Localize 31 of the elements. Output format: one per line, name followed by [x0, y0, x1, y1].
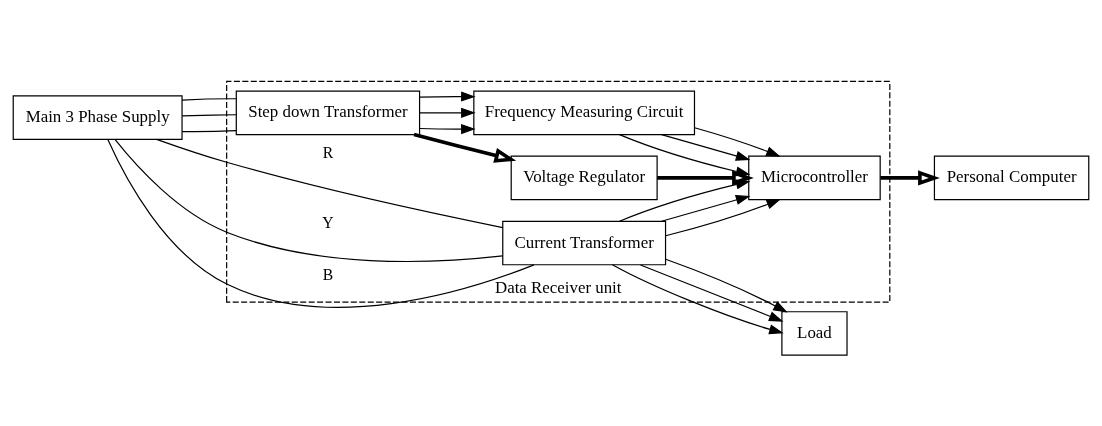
arrow — [639, 263, 784, 322]
connector — [114, 138, 504, 262]
connector — [107, 138, 535, 308]
node-box: Load — [781, 310, 848, 356]
arrow — [880, 169, 940, 186]
node-box: Microcontroller — [748, 155, 881, 200]
edge-label: Y — [322, 213, 334, 231]
node-box: Personal Computer — [933, 155, 1090, 200]
arrow — [611, 263, 784, 334]
edge-label: R — [322, 143, 334, 161]
arrow — [660, 133, 751, 161]
node-box: Step down Transformer — [235, 90, 421, 135]
node-box: Voltage Regulator — [510, 155, 658, 200]
node-box: Main 3 Phase Supply — [12, 94, 183, 140]
arrow — [419, 123, 476, 134]
arrow — [419, 90, 476, 102]
node-box: Current Transformer — [502, 220, 667, 265]
arrow — [419, 107, 476, 118]
arrow — [694, 126, 781, 157]
arrow — [665, 198, 781, 236]
connector — [181, 129, 237, 132]
node-box: Frequency Measuring Circuit — [473, 90, 696, 135]
connector — [181, 97, 237, 101]
arrow — [413, 132, 517, 163]
connector — [156, 138, 504, 228]
arrow — [665, 258, 788, 313]
arrow — [657, 169, 754, 186]
edge-label: B — [322, 265, 334, 283]
connector — [181, 113, 237, 116]
arrow — [660, 194, 751, 222]
arrow — [618, 133, 751, 176]
